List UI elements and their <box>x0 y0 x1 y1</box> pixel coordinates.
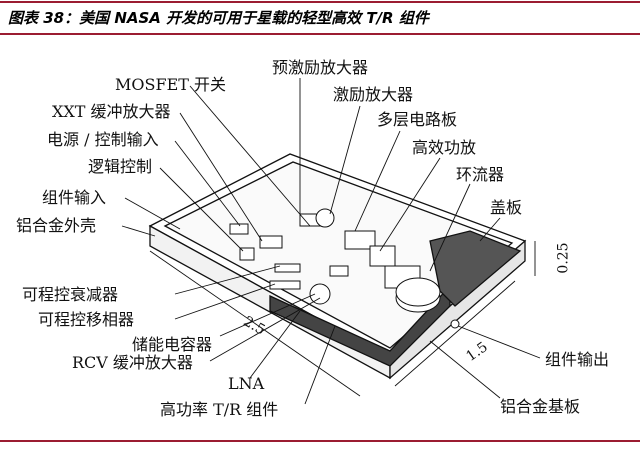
title-rule <box>0 33 640 35</box>
label-module: 高功率 T/R 组件 <box>160 400 279 419</box>
label-capacitor: 储能电容器 <box>132 335 213 354</box>
label-hpa: 高效功放 <box>412 138 477 157</box>
label-output: 组件输出 <box>545 350 610 369</box>
cover-shape <box>429 230 522 307</box>
label-xxt-buffer: XXT 缓冲放大器 <box>52 102 171 121</box>
label-housing: 铝合金外壳 <box>16 216 97 235</box>
top-rule <box>0 1 640 3</box>
label-phase-shifter: 可程控移相器 <box>38 310 135 329</box>
label-input: 组件输入 <box>42 188 107 207</box>
label-multilayer: 多层电路板 <box>377 110 458 129</box>
bottom-rule <box>0 440 640 442</box>
label-lna: LNA <box>228 374 265 393</box>
label-cover: 盖板 <box>490 198 523 217</box>
label-power-ctrl: 电源 / 控制输入 <box>47 130 159 149</box>
label-mosfet: MOSFET 开关 <box>115 75 227 94</box>
label-rcv-buffer: RCV 缓冲放大器 <box>72 353 193 372</box>
label-attenuator: 可程控衰减器 <box>22 285 119 304</box>
label-base: 铝合金基板 <box>500 397 581 416</box>
dim-height: 0.25 <box>555 242 572 274</box>
label-pre-driver: 预激励放大器 <box>272 58 369 77</box>
base-plate <box>269 284 451 367</box>
label-circulator: 环流器 <box>456 165 505 184</box>
tr-module-diagram <box>121 78 541 405</box>
components <box>229 208 460 329</box>
label-logic: 逻辑控制 <box>88 157 153 176</box>
dimension-lines <box>149 241 536 397</box>
leader-lines <box>121 78 541 405</box>
figure-title: 图表 38：美国 NASA 开发的可用于星载的轻型高效 T/R 组件 <box>8 9 429 27</box>
label-driver: 激励放大器 <box>333 85 414 104</box>
